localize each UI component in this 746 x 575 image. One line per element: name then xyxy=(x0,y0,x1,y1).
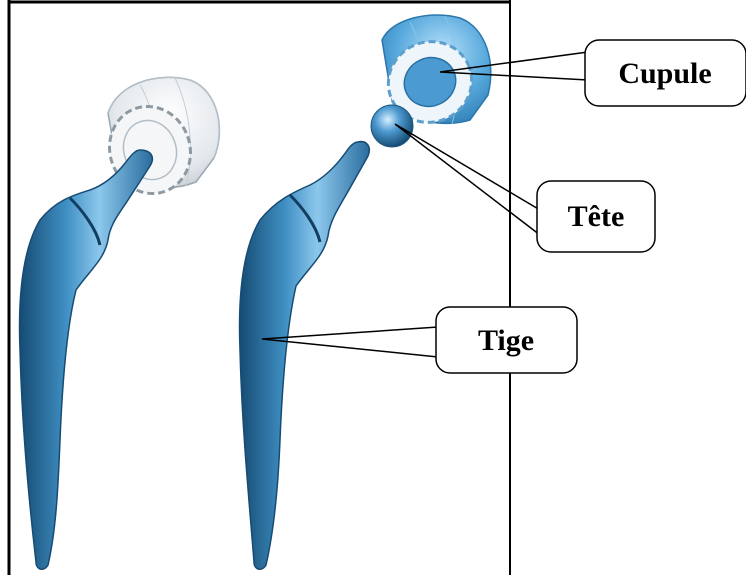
cup-callout: Cupule xyxy=(585,40,746,106)
stem-component xyxy=(240,142,370,570)
head-label: Tête xyxy=(568,200,625,233)
stem-label: Tige xyxy=(478,324,534,357)
exploded-prosthesis xyxy=(240,15,491,569)
stem-callout: Tige xyxy=(436,307,577,373)
assembled-stem xyxy=(20,150,153,569)
head-leader xyxy=(395,124,540,235)
assembled-prosthesis xyxy=(20,77,220,569)
head-callout: Tête xyxy=(537,181,655,252)
head-component xyxy=(371,105,413,147)
cup-label: Cupule xyxy=(618,57,711,90)
